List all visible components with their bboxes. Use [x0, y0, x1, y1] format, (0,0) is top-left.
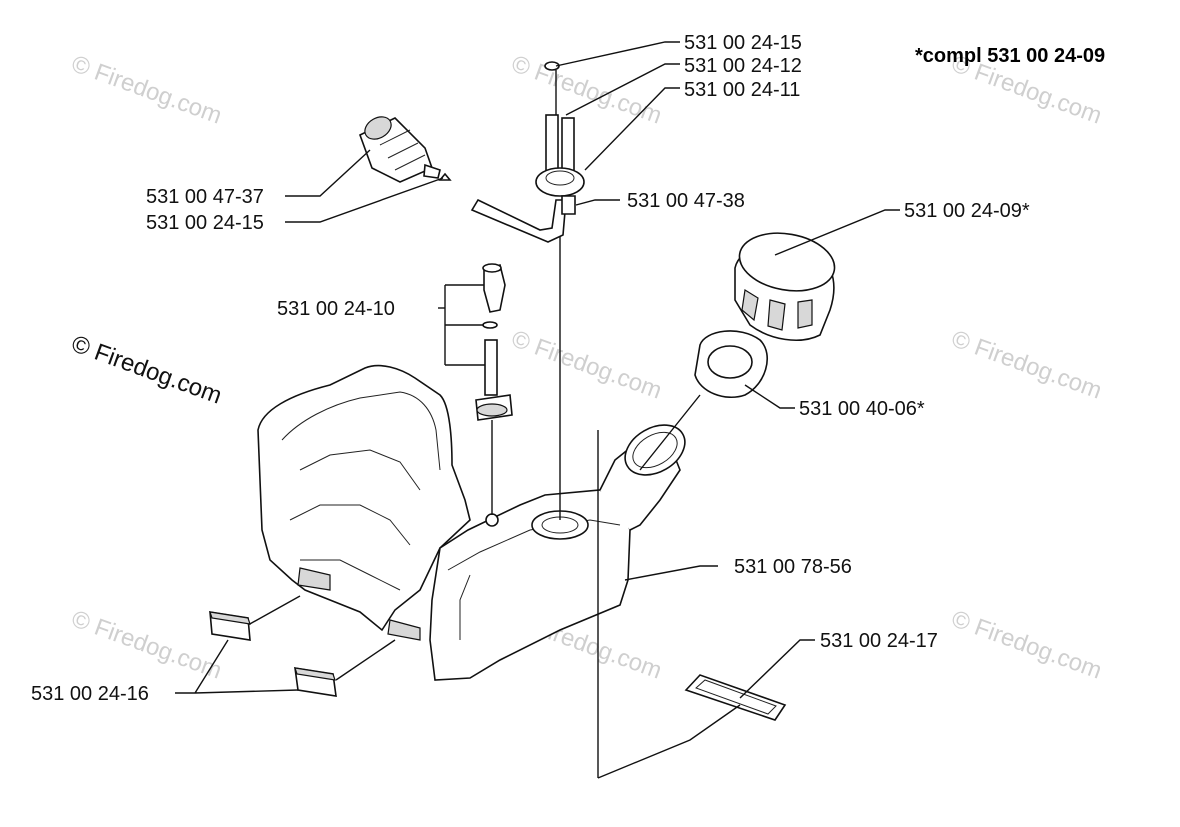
- watermark: © Firedog.com: [68, 605, 225, 684]
- watermark: © Firedog.com: [948, 325, 1105, 404]
- seal-strip: [684, 674, 787, 721]
- compl-note: *compl 531 00 24-09: [915, 45, 1105, 67]
- label-531-00-24-12: 531 00 24-12: [684, 55, 802, 77]
- label-531-00-24-17: 531 00 24-17: [820, 630, 938, 652]
- label-531-00-47-38: 531 00 47-38: [627, 190, 745, 212]
- label-531-00-47-37: 531 00 47-37: [146, 186, 264, 208]
- fuel-tank: [257, 364, 686, 681]
- label-531-00-24-10: 531 00 24-10: [277, 298, 395, 320]
- watermark: © Firedog.com: [508, 50, 665, 129]
- rubber-feet: [209, 611, 337, 697]
- label-531-00-24-09: 531 00 24-09*: [904, 200, 1030, 222]
- label-531-00-24-11: 531 00 24-11: [684, 79, 800, 101]
- fuel-filter: [359, 116, 441, 183]
- part-labels: 531 00 24-15 531 00 24-12 531 00 24-11 5…: [31, 32, 1030, 705]
- leader-lines: [175, 41, 900, 779]
- tank-vent: [475, 263, 513, 421]
- watermark: © Firedog.com: [68, 50, 225, 129]
- watermark: © Firedog.com: [508, 325, 665, 404]
- label-531-00-78-56: 531 00 78-56: [734, 556, 852, 578]
- label-531-00-24-16: 531 00 24-16: [31, 683, 149, 705]
- watermark: © Firedog.com: [948, 605, 1105, 684]
- label-531-00-24-15-top: 531 00 24-15: [684, 32, 802, 54]
- label-531-00-40-06: 531 00 40-06*: [799, 398, 925, 420]
- fuel-hose: [438, 61, 585, 243]
- label-531-00-24-15-side: 531 00 24-15: [146, 212, 264, 234]
- fuel-cap: [734, 232, 836, 341]
- watermark-dark: © Firedog.com: [68, 330, 225, 409]
- cap-gasket: [694, 330, 769, 399]
